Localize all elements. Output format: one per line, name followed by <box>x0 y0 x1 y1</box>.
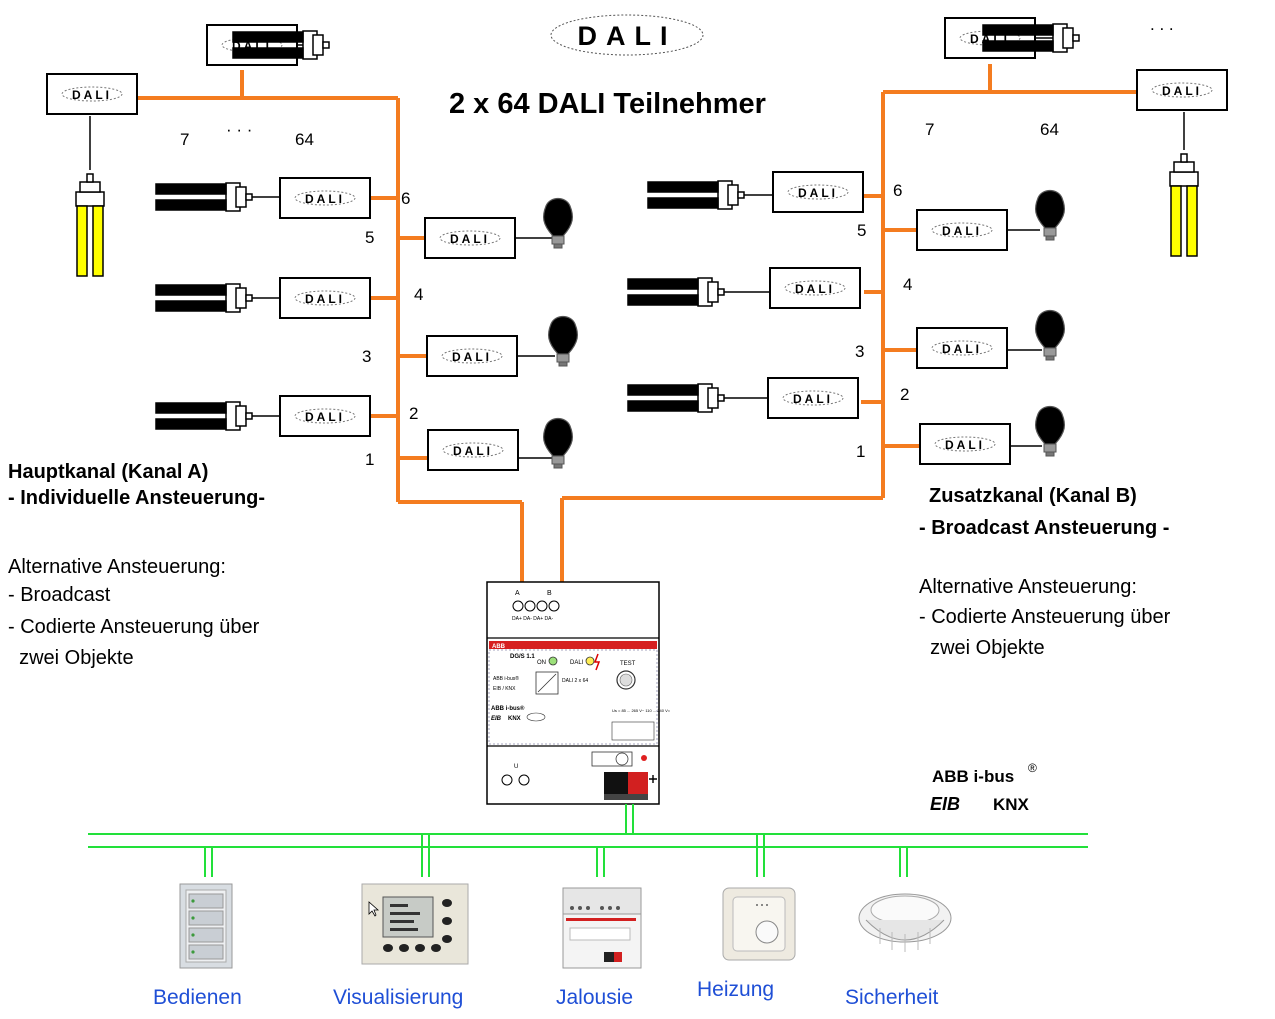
dali-logo-text: DALI <box>578 21 677 51</box>
fluorescent-lamps <box>75 23 1199 431</box>
jalousie-device <box>562 887 642 969</box>
channel-b-heading: Zusatzkanal (Kanal B) <box>929 485 1137 507</box>
dali-ballast <box>767 377 859 419</box>
ellipsis-a: · · · <box>226 120 252 139</box>
number-5-b: 5 <box>857 221 866 240</box>
number-4-a: 4 <box>414 285 423 304</box>
channel-a-subheading: - Individuelle Ansteuerung- <box>8 487 266 509</box>
bus-logo: ABB i-bus® <box>491 705 525 712</box>
abb-ibus-brand: ABB i-bus ® EIB KNX <box>930 761 1037 814</box>
channel-b-alt-item: zwei Objekte <box>919 637 1045 659</box>
abb-brand: ABB <box>492 644 506 650</box>
pushbutton-device <box>179 883 233 969</box>
dali-ballast <box>206 24 298 66</box>
number-6-a: 6 <box>401 189 410 208</box>
number-1-a: 1 <box>365 450 374 469</box>
terminal-a-label: A <box>515 590 520 597</box>
dali-output-label: DALI 2 x 64 <box>562 678 588 684</box>
device-label-jalousie: Jalousie <box>556 986 634 1009</box>
ellipsis-b: . . . <box>1150 15 1174 34</box>
dali-ballast <box>279 177 371 219</box>
number-64-a: 64 <box>295 130 314 149</box>
heating-device <box>722 887 796 961</box>
number-5-a: 5 <box>365 228 374 247</box>
terminal-labels: DA+ DA- DA+ DA- <box>512 616 553 622</box>
dali-ballast <box>916 209 1008 251</box>
dali-ballast <box>46 73 138 115</box>
dali-status-label: DALI <box>570 660 584 666</box>
dali-ballast <box>772 171 864 213</box>
device-label-bedienen: Bedienen <box>153 986 242 1009</box>
channel-a-alt-item: zwei Objekte <box>8 647 134 669</box>
channel-b-alt-heading: Alternative Ansteuerung: <box>919 576 1137 598</box>
dali-ballast <box>916 327 1008 369</box>
number-3-b: 3 <box>855 342 864 361</box>
device-label-heizung: Heizung <box>697 978 775 1001</box>
test-label: TEST <box>620 661 636 667</box>
dali-line-channel-a <box>138 70 524 582</box>
us-label: U <box>514 764 518 770</box>
channel-a-heading: Hauptkanal (Kanal A) <box>8 461 209 483</box>
number-64-b: 64 <box>1040 120 1059 139</box>
number-7-a: 7 <box>180 130 189 149</box>
bus-label: ABB i-bus® <box>493 675 519 682</box>
knx-bus <box>88 804 1088 877</box>
terminal-b-label: B <box>547 590 552 597</box>
channel-b-alt-item: - Codierte Ansteuerung über <box>919 606 1171 628</box>
dali-ballast <box>769 267 861 309</box>
channel-a-alt-item: - Broadcast <box>8 584 111 606</box>
dali-ballast <box>427 429 519 471</box>
knx-logo-small: KNX <box>508 716 521 722</box>
gateway-model: DG/S 1.1 <box>510 654 535 660</box>
dali-ballast <box>919 423 1011 465</box>
dali-ballast <box>424 217 516 259</box>
dali-gateway: A B DA+ DA- DA+ DA- ABB DG/S 1.1 ON DALI… <box>486 581 671 805</box>
visualisation-device <box>361 883 469 965</box>
device-label-visualisierung: Visualisierung <box>333 986 464 1009</box>
number-2-a: 2 <box>409 404 418 423</box>
diagram-title: 2 x 64 DALI Teilnehmer <box>449 88 766 120</box>
voltage-label: Us = 85 ... 265 V~ 110 ... 240 V= <box>612 708 671 713</box>
dali-line-channel-b <box>560 64 1137 582</box>
registered-mark: ® <box>1028 761 1037 775</box>
channel-b-subheading: - Broadcast Ansteuerung - <box>919 517 1170 539</box>
number-4-b: 4 <box>903 275 912 294</box>
on-label: ON <box>537 660 546 666</box>
channel-a-alt-heading: Alternative Ansteuerung: <box>8 556 226 578</box>
channel-a-alt-item: - Codierte Ansteuerung über <box>8 616 260 638</box>
number-1-b: 1 <box>856 442 865 461</box>
ibus-text: ABB i-bus <box>932 767 1014 786</box>
dali-ballast <box>1136 69 1228 111</box>
eib-logo-small: EIB <box>491 716 502 722</box>
dali-ballast <box>944 17 1036 59</box>
safety-device <box>858 893 952 952</box>
dali-ballast <box>426 335 518 377</box>
dali-logo: DALI <box>550 14 704 56</box>
number-7-b: 7 <box>925 120 934 139</box>
device-label-sicherheit: Sicherheit <box>845 986 939 1009</box>
number-2-b: 2 <box>900 385 909 404</box>
number-3-a: 3 <box>362 347 371 366</box>
eib-logo: EIB <box>930 794 960 814</box>
dali-ballast <box>279 277 371 319</box>
eib-label: EIB / KNX <box>493 686 516 692</box>
number-6-b: 6 <box>893 181 902 200</box>
dali-ballast <box>279 395 371 437</box>
knx-logo: KNX <box>993 795 1030 814</box>
